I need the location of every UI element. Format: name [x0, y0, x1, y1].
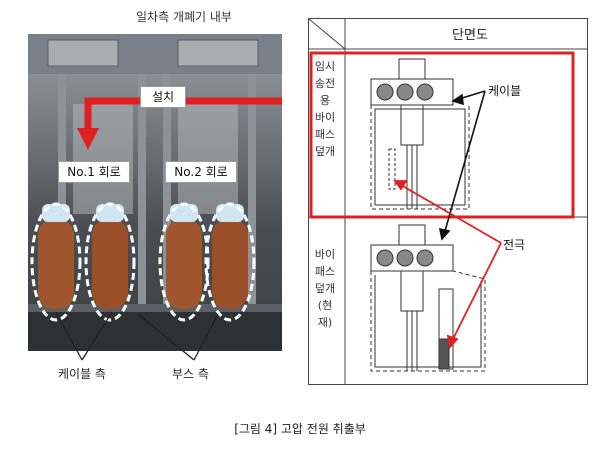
photo-title: 일차측 개폐기 내부	[136, 10, 232, 24]
temporary-cover-drawing	[370, 58, 470, 210]
switchgear-illustration	[28, 34, 282, 351]
cable-side-label: 케이블 측	[58, 367, 106, 381]
circuit2-label: No.2 회로	[165, 161, 237, 183]
bushing-2	[92, 204, 128, 309]
bushing-4	[212, 204, 248, 309]
install-arrow	[77, 97, 282, 150]
bushing-1	[38, 204, 74, 309]
cross-section-panel	[308, 18, 588, 385]
current-cover-drawing	[370, 224, 486, 372]
cable-arrows	[438, 90, 486, 241]
switchgear-photo	[28, 34, 282, 351]
install-label: 설치	[140, 86, 186, 108]
temporary-cover-highlight	[309, 51, 575, 219]
electrode-arrows	[393, 180, 502, 349]
cable-label: 케이블	[488, 84, 522, 98]
row2-label: 바이 패스 덮개 (현 재)	[314, 248, 336, 329]
electrode-label: 전극	[503, 238, 526, 252]
bus-side-label: 부스 측	[172, 367, 209, 381]
cross-section-table	[308, 18, 587, 384]
diagram-header: 단면도	[452, 28, 488, 43]
circuit1-label: No.1 회로	[58, 161, 130, 183]
figure-caption: [그림 4] 고압 전원 취출부	[234, 422, 366, 436]
bushing-3	[166, 204, 202, 309]
row1-label: 임시 송전 용 바이 패스 덮개	[314, 60, 336, 158]
